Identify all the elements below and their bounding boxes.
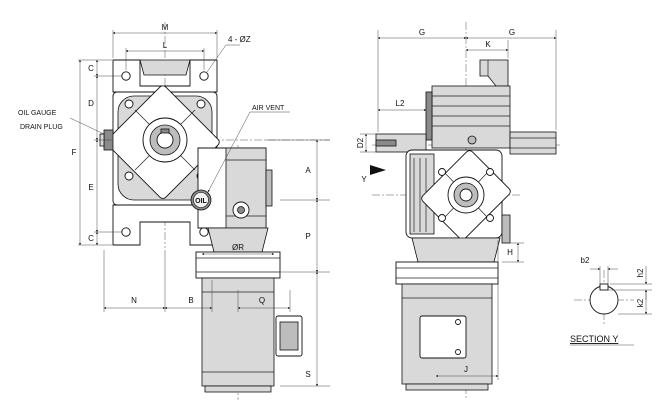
- section-Y-marker: Y: [361, 175, 367, 184]
- mount-hole-icon: [199, 71, 209, 81]
- dim-Q: Q: [259, 296, 265, 305]
- air-vent-label: AIR VENT: [252, 105, 285, 112]
- bolt-icon: [438, 168, 446, 176]
- dim-M: M: [162, 23, 169, 32]
- bolt-icon: [486, 168, 494, 176]
- dim-S: S: [305, 370, 310, 379]
- side-view: [372, 22, 560, 400]
- dim-D2: D2: [356, 137, 365, 148]
- dim-H: H: [507, 248, 513, 257]
- bolt-icon: [438, 214, 446, 222]
- dim-b2: b2: [581, 256, 590, 265]
- bolt-icon: [124, 171, 134, 181]
- mount-hole-icon: [121, 71, 131, 81]
- dim-E: E: [88, 183, 93, 192]
- dim-L2: L2: [396, 99, 405, 108]
- dim-P: P: [305, 232, 310, 241]
- dim-J: J: [464, 365, 468, 374]
- section-y-detail: b2 h2 k2 SECTION Y: [570, 256, 652, 346]
- section-arrow-icon: [370, 165, 386, 175]
- dim-hole-spec: 4 - ØZ: [228, 35, 251, 44]
- dim-B: B: [188, 296, 193, 305]
- oil-gauge-label: OIL GAUGE: [18, 110, 57, 117]
- section-title: SECTION Y: [570, 334, 618, 344]
- dim-N: N: [131, 296, 137, 305]
- bolt-icon: [196, 99, 206, 109]
- dim-R: ØR: [232, 243, 244, 252]
- dim-A: A: [305, 166, 311, 175]
- side-view-dimensions: G G K L2 D2 Y H J: [356, 28, 557, 380]
- dim-C-top: C: [88, 64, 94, 73]
- bolt-icon: [486, 214, 494, 222]
- dim-C-bottom: C: [88, 234, 94, 243]
- dim-K: K: [485, 40, 491, 49]
- dim-k2: k2: [636, 298, 645, 307]
- bolt-icon: [124, 99, 134, 109]
- drain-plug-label: DRAIN PLUG: [20, 124, 63, 131]
- dim-h2: h2: [636, 268, 645, 277]
- mount-hole-icon: [199, 227, 209, 237]
- oil-badge-label: OIL: [195, 198, 207, 205]
- dim-G-right: G: [509, 28, 515, 37]
- dim-F: F: [72, 148, 77, 157]
- front-view: OIL: [99, 22, 330, 400]
- dim-D: D: [88, 99, 94, 108]
- front-view-dimensions: M L 4 - ØZ F C D E C OIL GAUGE DRAIN PLU…: [18, 23, 330, 387]
- dim-G-left: G: [419, 28, 425, 37]
- terminal-box-icon: [419, 315, 467, 359]
- dim-L: L: [163, 41, 168, 50]
- mount-hole-icon: [121, 227, 131, 237]
